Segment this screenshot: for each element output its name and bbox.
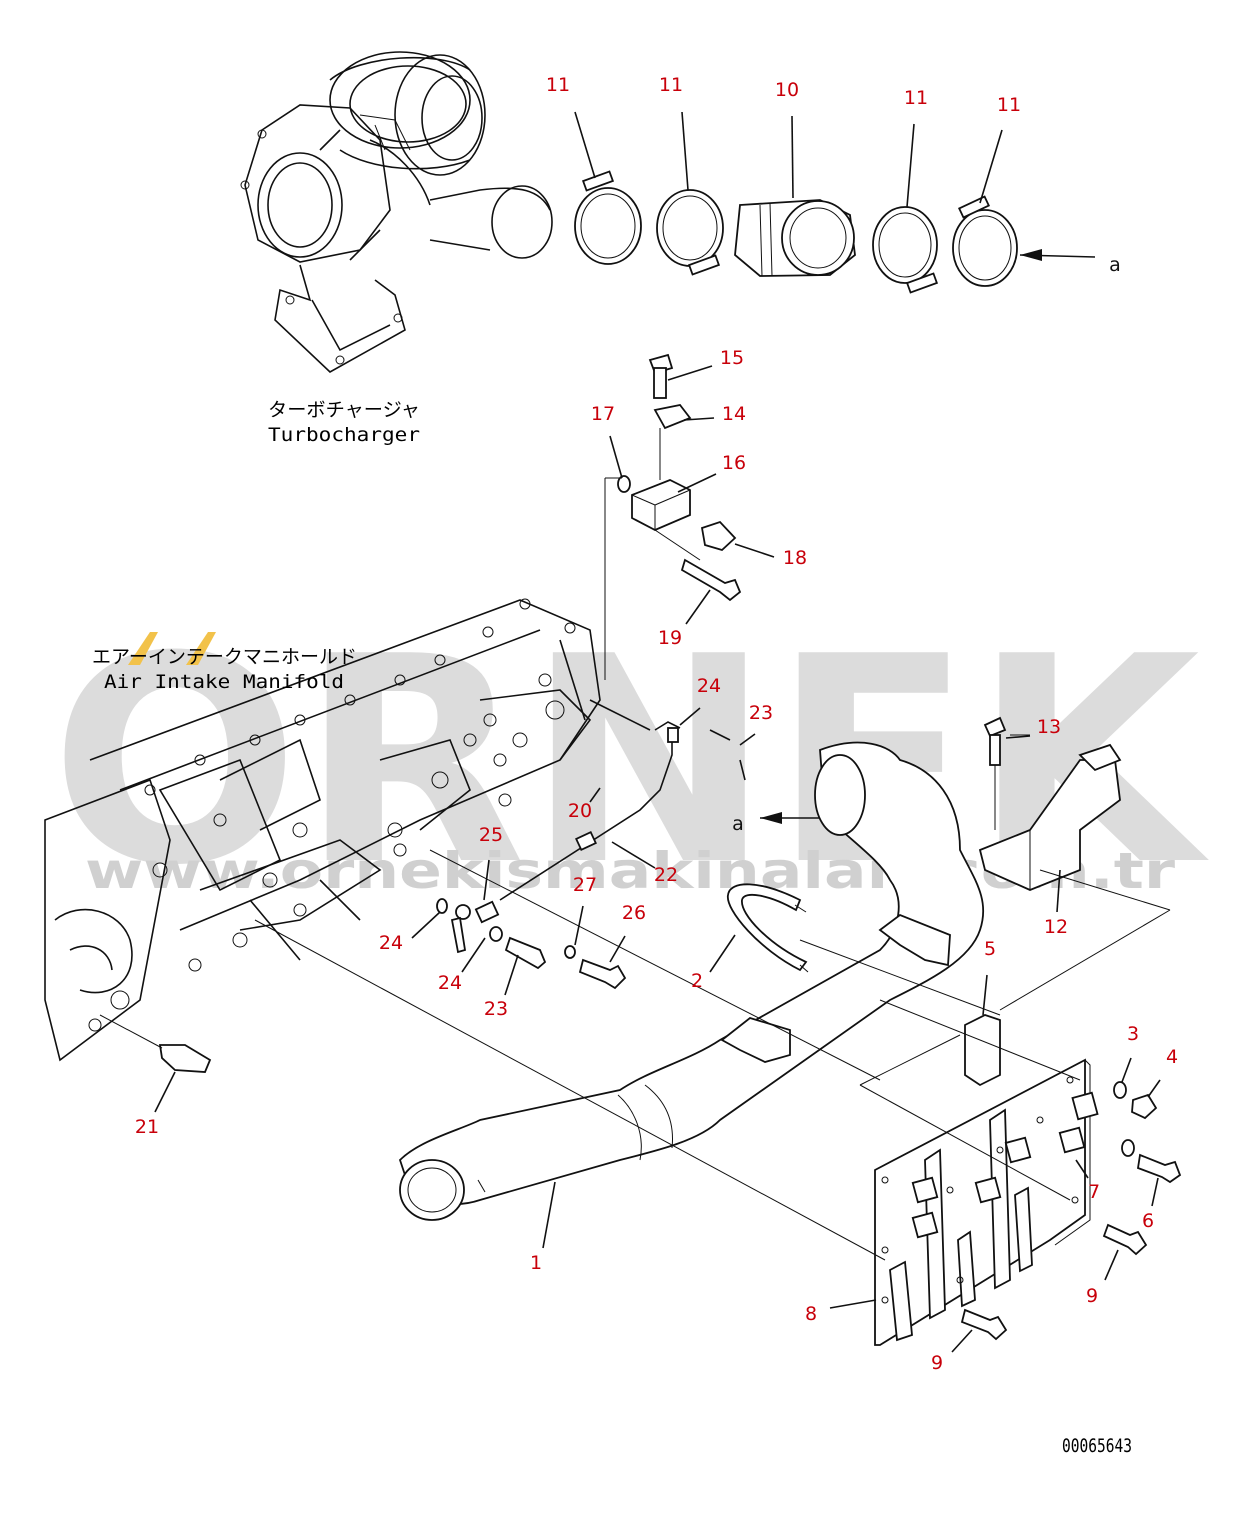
callout-leader: [679, 707, 701, 726]
air-intake-pipe: [398, 741, 985, 1221]
turbocharger-drawing: [240, 51, 553, 373]
captions: ターボチャージャ Turbocharger エアーインテークマニホールド Air…: [92, 399, 1132, 1457]
callout-number-24: 24: [379, 932, 403, 954]
callout-number-18: 18: [783, 547, 807, 569]
callout-leader: [1005, 735, 1031, 739]
callout-number-19: 19: [658, 627, 682, 649]
callout-number-21: 21: [135, 1116, 159, 1138]
callout-number-7: 7: [1088, 1181, 1100, 1203]
callout-number-11: 11: [659, 74, 683, 96]
callout-number-9: 9: [1086, 1285, 1098, 1307]
turbocharger-caption-en: Turbocharger: [268, 424, 420, 446]
callout-leader: [1056, 869, 1061, 913]
arrow-label-a-bottom: a: [732, 813, 744, 835]
callout-number-14: 14: [722, 403, 746, 425]
callout-number-10: 10: [775, 79, 799, 101]
callout-leader: [667, 365, 713, 381]
callout-number-4: 4: [1166, 1046, 1178, 1068]
callout-number-27: 27: [573, 874, 597, 896]
arrow-label-a-top: a: [1109, 254, 1121, 276]
callout-leader: [461, 937, 486, 973]
callout-leader: [504, 954, 519, 996]
callout-leader: [685, 589, 711, 625]
callout-leader: [979, 129, 1003, 204]
callout-number-25: 25: [479, 824, 503, 846]
callout-number-3: 3: [1127, 1023, 1139, 1045]
callout-leader: [683, 417, 715, 421]
callout-leader: [574, 111, 596, 179]
callout-number-1: 1: [530, 1252, 542, 1274]
callout-leader: [1147, 1079, 1161, 1098]
callout-leader: [982, 974, 988, 1016]
fasteners: [960, 1081, 1182, 1341]
callout-leader: [411, 911, 441, 939]
callout-leader: [677, 473, 717, 493]
callout-leader: [574, 905, 584, 946]
reference-lines: a: [254, 812, 1171, 1261]
callout-number-24: 24: [438, 972, 462, 994]
manifold-caption-en: Air Intake Manifold: [104, 671, 344, 693]
callout-leader: [906, 123, 915, 208]
turbocharger-caption-jp: ターボチャージャ: [268, 399, 420, 421]
sensor-assembly: [604, 353, 742, 680]
callout-leader: [589, 787, 601, 803]
callout-number-26: 26: [622, 902, 646, 924]
callout-leader: [483, 859, 490, 901]
callout-leader: [1151, 1177, 1159, 1207]
callout-leader: [709, 934, 736, 973]
callout-number-5: 5: [984, 938, 996, 960]
bracket-plate: [874, 1058, 1099, 1346]
watermark-accent-left: [128, 632, 158, 665]
callout-leader: [542, 1181, 556, 1249]
callout-leader: [611, 841, 656, 869]
callout-leader: [829, 1299, 877, 1309]
callout-number-17: 17: [591, 403, 615, 425]
bracket-5: [964, 1014, 1001, 1087]
callout-leader: [1121, 1057, 1132, 1083]
callout-number-11: 11: [997, 94, 1021, 116]
watermark-accent-right: [186, 632, 216, 665]
callout-leader: [609, 935, 626, 963]
callout-number-20: 20: [568, 800, 592, 822]
callout-leader: [681, 111, 689, 191]
callout-number-12: 12: [1044, 916, 1068, 938]
callout-number-2: 2: [691, 970, 703, 992]
callout-number-24: 24: [697, 675, 721, 697]
callout-leader: [791, 115, 794, 199]
callout-number-11: 11: [904, 87, 928, 109]
callout-leader: [739, 733, 756, 746]
callout-number-8: 8: [805, 1303, 817, 1325]
intake-manifold-drawing: [44, 598, 601, 1073]
u-bolt: [727, 883, 809, 973]
callout-number-23: 23: [749, 702, 773, 724]
callout-number-22: 22: [654, 864, 678, 886]
callout-leader: [734, 543, 775, 558]
callout-leader: [1104, 1249, 1119, 1281]
sensor-harness: [436, 699, 746, 990]
callout-number-13: 13: [1037, 716, 1061, 738]
callout-leader: [951, 1329, 973, 1353]
callout-leader: [154, 1071, 176, 1113]
callout-number-15: 15: [720, 347, 744, 369]
callout-number-6: 6: [1142, 1210, 1154, 1232]
callout-number-9: 9: [931, 1352, 943, 1374]
callout-leader: [609, 435, 623, 479]
bracket-12: [978, 716, 1122, 891]
callout-number-23: 23: [484, 998, 508, 1020]
callout-number-11: 11: [546, 74, 570, 96]
callout-number-16: 16: [722, 452, 746, 474]
drawing-number: 00065643: [1062, 1435, 1132, 1457]
callout-leader: [1075, 1159, 1089, 1179]
manifold-caption-jp: エアーインテークマニホールド: [92, 646, 357, 668]
clamps-and-hose: a: [574, 170, 1121, 294]
